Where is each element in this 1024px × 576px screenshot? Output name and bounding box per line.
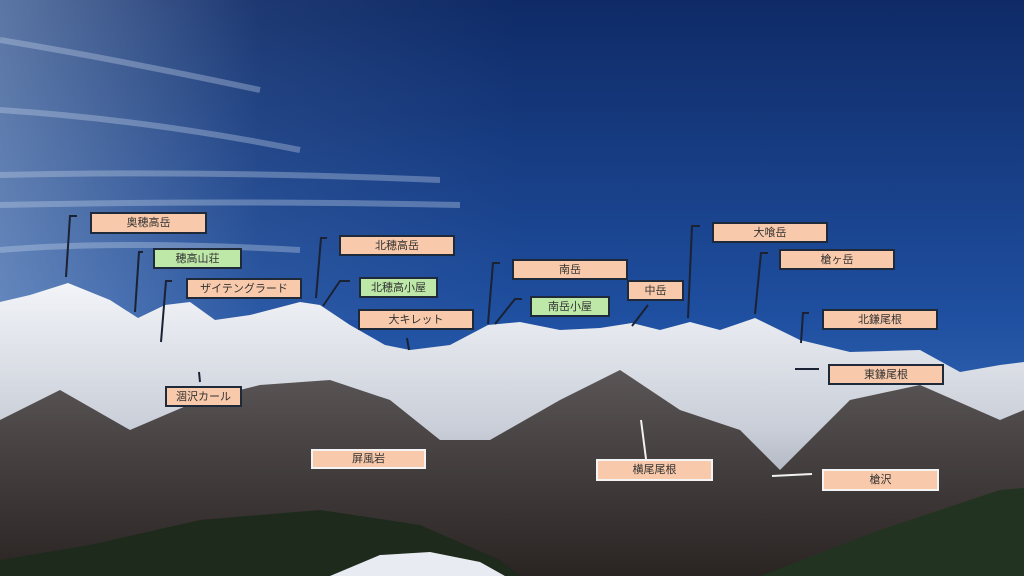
label-okuhotaka: 奥穂高岳 — [90, 212, 207, 234]
label-kitahotaka: 北穂高岳 — [339, 235, 455, 256]
label-byobuiwa: 屏風岩 — [311, 449, 426, 469]
label-nakadake: 中岳 — [627, 280, 684, 301]
label-zaiten-grat: ザイテングラード — [186, 278, 302, 299]
label-kitahotaka-goya: 北穂高小屋 — [359, 277, 438, 298]
label-kitakama-one: 北鎌尾根 — [822, 309, 938, 330]
foreground-slope-right — [760, 488, 1024, 576]
label-yarisawa: 槍沢 — [822, 469, 939, 491]
label-yarigatake: 槍ヶ岳 — [779, 249, 895, 270]
label-minamidake-goya: 南岳小屋 — [530, 296, 610, 317]
label-karasawa-cirque: 涸沢カール — [165, 386, 242, 407]
label-obami: 大喰岳 — [712, 222, 828, 243]
leader-lines-white — [640, 419, 813, 477]
leader-lines — [65, 215, 819, 383]
foreground-snow — [330, 552, 505, 576]
label-daikiretto: 大キレット — [358, 309, 474, 330]
cloud-streaks — [0, 37, 461, 253]
label-hotaka-sanso: 穂高山荘 — [153, 248, 242, 269]
cirrus-clouds — [0, 0, 520, 320]
label-higashikama-one: 東鎌尾根 — [828, 364, 944, 385]
label-minamidake: 南岳 — [512, 259, 628, 280]
label-yokoo-one: 横尾尾根 — [596, 459, 713, 481]
